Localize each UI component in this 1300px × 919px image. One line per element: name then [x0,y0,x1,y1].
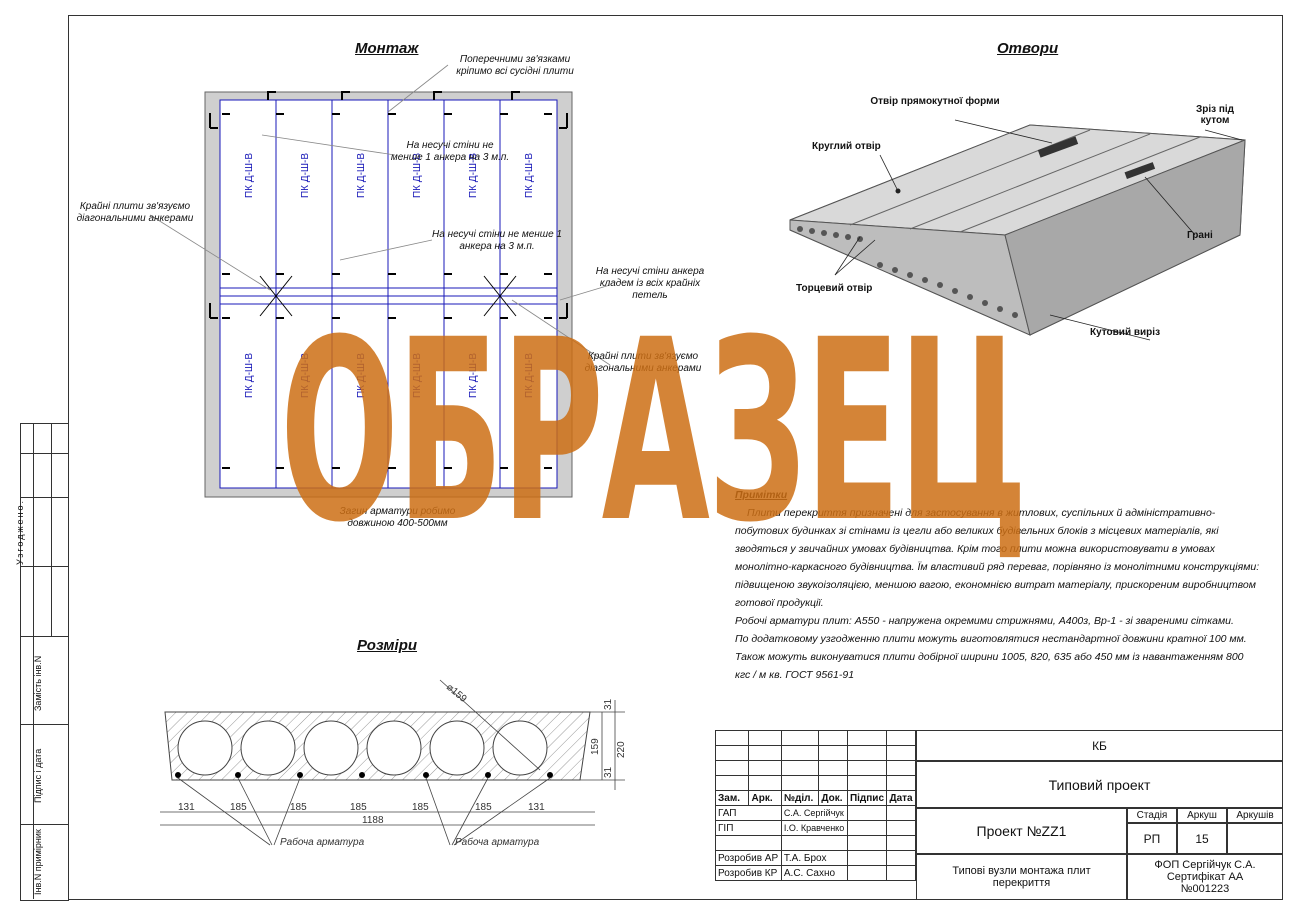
notes-line: зводяться у звичайних умовах будівництва… [735,543,1215,555]
person-cell: А.С. Сахно [780,865,848,881]
rebar-label: Рабоча арматура [455,836,540,848]
role-cell: ГІП [715,820,782,836]
slab-label: ПК Д-Ш-В [412,353,423,398]
note-bearing-2: На несучі стіни не менше 1 анкера на 3 м… [432,229,562,252]
notes-line: Робочі арматури плит: А550 - напружена о… [735,615,1234,627]
notes-line: кгс / м кв. ГОСТ 9561-91 [735,669,855,681]
dim-seg: 185 [230,802,247,813]
dim-seg: 131 [528,802,545,813]
sheets-value [1227,823,1283,854]
notes-line: Також можуть виконуватися плити добірної… [735,651,1244,663]
dim-mid: 159 [590,738,601,755]
slab-label: ПК Д-Ш-В [244,353,255,398]
dim-bottom: 31 [603,766,614,778]
role-cell: Розробив КР [715,865,782,881]
dim-seg: 185 [290,802,307,813]
col-header: Дата [886,790,916,806]
col-header: Арк. [748,790,782,806]
label-faces: Грані [1187,230,1213,241]
typical-cell: Типовий проект [916,761,1283,808]
notes-line: монолітно-каркасного будівництва. Їм вла… [735,561,1260,573]
dim-total: 1188 [362,815,384,826]
label-round-opening: Круглий отвір [812,141,881,152]
slab-label: ПК Д-Ш-В [524,153,535,198]
side-stamp [20,423,69,901]
sheets-header: Аркушів [1227,808,1283,823]
project-cell: Проект №ZZ1 [916,808,1127,854]
col-header: №діл. [780,790,820,806]
notes-block: Примітки Плити перекриття призначені для… [735,486,1265,684]
section-drawing: ⌀159 31 159 31 220 131 185 185 185 185 1… [160,679,627,848]
role-cell: Розробив АР [715,850,782,866]
note-bend: Загин арматури робимо довжиною 400-500мм [339,506,456,529]
dim-height: 220 [616,741,627,758]
drawing-frame [68,15,1283,900]
note-extreme-right: Крайні плити зв'язуємо діагональними анк… [584,351,702,374]
slab-label: ПК Д-Ш-В [356,153,367,198]
slab-label: ПК Д-Ш-В [244,153,255,198]
stage-header: Стадія [1127,808,1177,823]
slab-label: ПК Д-Ш-В [468,153,479,198]
label-end-opening: Торцевий отвір [796,283,873,294]
label-corner-cut: Зріз під кутом [1195,104,1235,126]
note-transverse: Поперечними зв'язками кріпимо всі сусідн… [456,54,574,77]
slab-label: ПК Д-Ш-В [524,353,535,398]
slab-label: ПК Д-Ш-В [300,153,311,198]
label-rect-opening: Отвір прямокутної форми [870,96,1000,107]
montage-title: Монтаж [355,40,419,57]
col-header: Підпис [846,790,888,806]
sheet-value: 15 [1177,823,1227,854]
notes-line: Плити перекриття призначені для застосув… [747,507,1216,519]
person-cell: С.А. Сергійчук [780,805,848,821]
notes-line: По додатковому узгодженню плити можуть в… [735,633,1247,645]
dim-seg: 185 [350,802,367,813]
notes-title: Примітки [735,489,788,501]
diameter-label: ⌀159 [444,682,469,705]
drawing-name: Типові вузли монтажа плит перекриття [916,854,1127,900]
person-cell: І.О. Кравченко [780,820,848,836]
dimensions-title: Розміри [357,637,418,654]
notes-line: готової продукції. [735,597,824,609]
dim-seg: 185 [412,802,429,813]
col-header: Зам. [714,790,750,806]
notes-line: побутових будинках зі стінами із цегли а… [735,525,1219,537]
dim-top: 31 [603,698,614,710]
label-corner-notch: Кутовий виріз [1090,327,1161,338]
col-header: Док. [818,790,848,806]
code-cell: КБ [916,730,1283,761]
dim-seg: 185 [475,802,492,813]
rebar-label: Рабоча арматура [280,836,365,848]
slab-label: ПК Д-Ш-В [356,353,367,398]
person-cell: Т.А. Брох [780,850,848,866]
sheet-header: Аркуш [1177,808,1227,823]
dim-seg: 131 [178,802,195,813]
notes-line: підвищеною звукоізоляцією, меншою вагою,… [735,579,1256,591]
note-bearing-1: На несучі стіни не менше 1 анкера на 3 м… [390,140,510,163]
role-cell: ГАП [715,805,782,821]
montage-plan: ПК Д-Ш-В ПК Д-Ш-В ПК Д-Ш-В ПК Д-Ш-В ПК Д… [204,91,573,498]
slab-label: ПК Д-Ш-В [468,353,479,398]
openings-title: Отвори [997,40,1059,57]
openings-illustration [789,119,1246,341]
company-cell: ФОП Сергійчук С.А. Сертифікат АА №001223 [1127,854,1283,900]
slab-label: ПК Д-Ш-В [412,153,423,198]
note-extreme-left: Крайні плити зв'язуємо діагональними анк… [76,201,194,224]
stage-value: РП [1127,823,1177,854]
slab-label: ПК Д-Ш-В [300,353,311,398]
note-bearing-walls: На несучі стіни анкера кладем із всіх кр… [595,266,705,301]
